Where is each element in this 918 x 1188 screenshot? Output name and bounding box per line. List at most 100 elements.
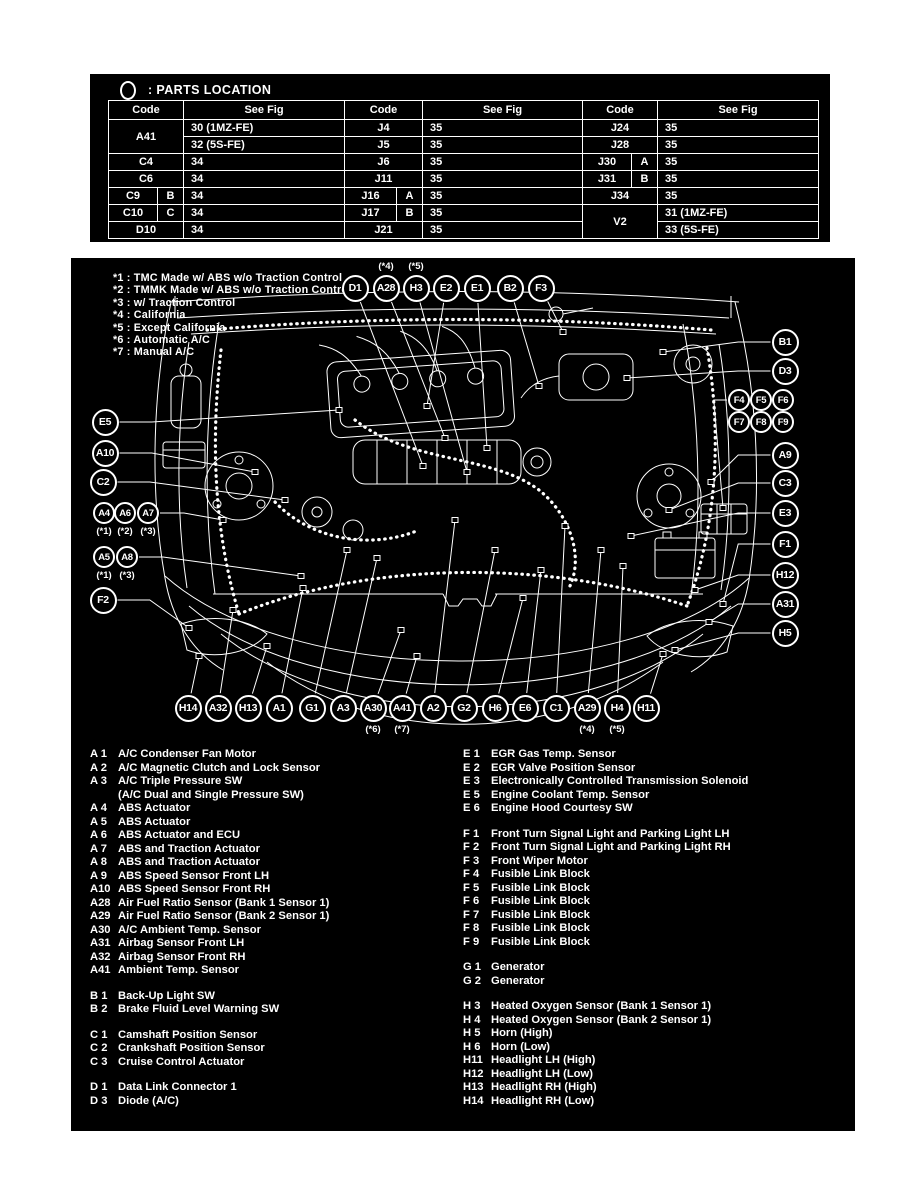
diagram-label-H11: H11 bbox=[632, 694, 660, 722]
diagram-label-A1: A1 bbox=[265, 694, 293, 722]
code-cell: A bbox=[396, 187, 423, 205]
code-cell: C bbox=[157, 204, 184, 222]
legend-name: A/C Magnetic Clutch and Lock Sensor bbox=[118, 761, 321, 774]
leader-line-H12 bbox=[694, 574, 771, 591]
leader-line-A32 bbox=[219, 609, 234, 694]
diagram-label-H12: H12 bbox=[771, 561, 799, 589]
legend-code: B 1 bbox=[90, 989, 108, 1002]
diagram-notes: *1 : TMC Made w/ ABS w/o Traction Contro… bbox=[113, 272, 351, 359]
legend-code: A41 bbox=[90, 964, 111, 976]
leader-line-D3 bbox=[626, 370, 771, 379]
diagram-label-D1: D1 bbox=[341, 274, 369, 302]
diagram-label-E6: E6 bbox=[511, 694, 539, 722]
diagram-label-A8: A8 bbox=[116, 546, 138, 568]
diagram-label-B2: B2 bbox=[496, 274, 524, 302]
legend-name: Headlight LH (Low) bbox=[491, 1067, 593, 1080]
diagram-label-A3: A3 bbox=[329, 694, 357, 722]
connector bbox=[195, 653, 203, 659]
label-note: (*4) bbox=[378, 260, 394, 272]
label-note: (*5) bbox=[609, 723, 625, 735]
see-fig-cell: 34 bbox=[183, 204, 345, 222]
leader-line-A30 bbox=[377, 629, 402, 695]
leader-line-A8 bbox=[139, 556, 302, 577]
see-fig-cell: 35 bbox=[657, 187, 819, 205]
legend-entry: (A/C Dual and Single Pressure SW) bbox=[90, 789, 329, 803]
label-note: (*5) bbox=[408, 260, 424, 272]
diagram-label-F3: F3 bbox=[527, 274, 555, 302]
diagram-label-C2: C2 bbox=[89, 468, 117, 496]
see-fig-cell: 35 bbox=[657, 153, 819, 171]
code-cell: D10 bbox=[108, 221, 184, 239]
legend-code: A32 bbox=[90, 950, 111, 963]
code-cell: J21 bbox=[344, 221, 423, 239]
diagram-label-A9: A9 bbox=[771, 441, 799, 469]
diagram-label-G1: G1 bbox=[298, 694, 326, 722]
legend-code: F 9 bbox=[463, 935, 480, 948]
legend-name: ABS Actuator and ECU bbox=[118, 829, 241, 841]
legend-name: Diode (A/C) bbox=[118, 1094, 179, 1107]
label-note: (*6) bbox=[365, 723, 381, 735]
legend-code: H 3 bbox=[463, 1000, 481, 1012]
connector bbox=[397, 627, 405, 633]
code-cell: J34 bbox=[582, 187, 658, 205]
leader-line-H11 bbox=[650, 653, 664, 694]
connector bbox=[671, 647, 679, 653]
table-header-cell: Code bbox=[582, 100, 658, 120]
diagram-label-H13: H13 bbox=[234, 694, 262, 722]
see-fig-cell: 35 bbox=[657, 119, 819, 137]
see-fig-cell: 35 bbox=[657, 170, 819, 188]
connector bbox=[263, 643, 271, 649]
see-fig-cell: 35 bbox=[657, 136, 819, 154]
see-fig-cell: 35 bbox=[422, 170, 583, 188]
leader-line-A41 bbox=[405, 655, 418, 694]
connector bbox=[705, 619, 713, 625]
leader-line-A10 bbox=[119, 452, 256, 473]
see-fig-cell: 35 bbox=[422, 221, 583, 239]
leader-line-H3 bbox=[419, 302, 468, 473]
label-note: (*3) bbox=[119, 570, 135, 581]
legend-name: Fusible Link Block bbox=[491, 895, 590, 907]
legend-code: H12 bbox=[463, 1067, 484, 1080]
legend-code: F 3 bbox=[463, 854, 480, 867]
legend-code: E 6 bbox=[463, 802, 480, 814]
legend-code: H11 bbox=[463, 1054, 483, 1066]
legend-code: F 2 bbox=[463, 841, 480, 853]
diagram-label-A6: A6 bbox=[114, 502, 136, 524]
connector bbox=[423, 403, 431, 409]
leader-line-A2 bbox=[434, 519, 456, 694]
diagram-label-F2: F2 bbox=[89, 586, 117, 614]
leader-line-C2 bbox=[117, 481, 286, 501]
table-header-cell: See Fig bbox=[422, 100, 583, 120]
legend-code: H13 bbox=[463, 1081, 484, 1093]
legend-name: ABS Speed Sensor Front LH bbox=[118, 869, 270, 882]
label-note: (*7) bbox=[394, 723, 410, 735]
code-cell: C6 bbox=[108, 170, 184, 188]
parts-location-header: : PARTS LOCATION bbox=[120, 80, 271, 100]
parts-circle-icon bbox=[120, 80, 136, 100]
legend-code: A 4 bbox=[90, 802, 107, 814]
diagram-label-E2: E2 bbox=[432, 274, 460, 302]
connector bbox=[537, 567, 545, 573]
diagram-label-F8: F8 bbox=[750, 411, 772, 433]
see-fig-cell: 34 bbox=[183, 187, 345, 205]
legend-name: ABS Actuator bbox=[118, 815, 191, 828]
diagram-label-A7: A7 bbox=[137, 502, 159, 524]
